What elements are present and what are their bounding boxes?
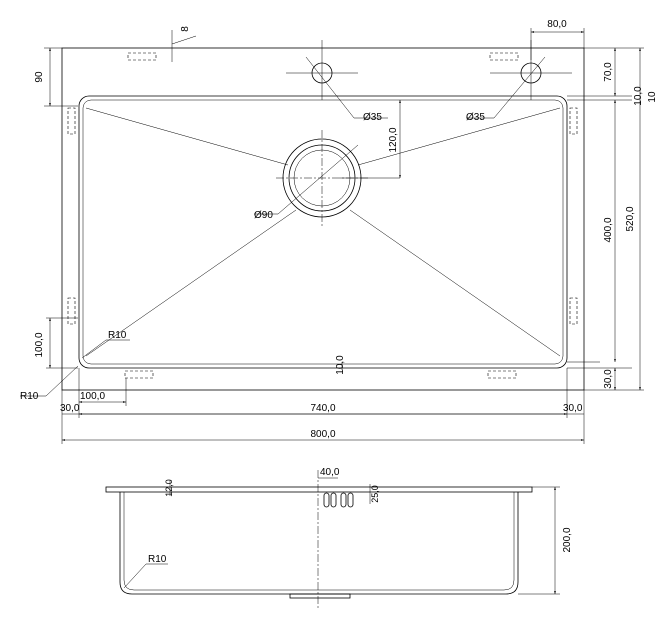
side-body (119, 492, 519, 595)
mounting-clips (67, 52, 578, 379)
side-tap-holes (323, 492, 354, 508)
dim-10-bottom: 10,0 (335, 355, 346, 375)
sink-outer-outline (61, 47, 585, 391)
bowl-inner-edge (82, 99, 564, 365)
dim-8: 8 (180, 26, 191, 32)
dim-phi35-right: Ø35 (466, 112, 485, 123)
tap-hole-left (286, 40, 358, 100)
dim-200: 200,0 (562, 527, 573, 552)
dim-90: 90 (34, 71, 45, 83)
dim-r10-inner: R10 (108, 330, 127, 341)
dim-10-top: 10,0 (633, 86, 644, 106)
dim-120: 120,0 (388, 127, 399, 152)
dim-520: 520,0 (625, 206, 636, 231)
dim-25: 25,0 (370, 485, 380, 503)
dim-400: 400,0 (603, 217, 614, 242)
side-view: 40,0 12,0 25,0 200,0 R10 (105, 467, 573, 610)
dim-12: 12,0 (164, 479, 174, 497)
side-drain-outlet (289, 593, 351, 599)
dim-800: 800,0 (310, 429, 335, 440)
dim-phi90: Ø90 (254, 210, 273, 221)
dim-r10-outer: R10 (20, 391, 39, 402)
top-view: 90 8 80,0 70,0 400,0 30,0 520,0 10,0 10 … (20, 19, 658, 444)
dim-40: 40,0 (320, 467, 340, 478)
dim-740: 740,0 (310, 403, 335, 414)
dim-30-right-bottom: 30,0 (563, 403, 583, 414)
dim-phi35-left: Ø35 (363, 112, 382, 123)
dim-r10-side: R10 (148, 554, 167, 565)
side-flange (105, 486, 533, 493)
dim-100-bottom: 100,0 (80, 391, 105, 402)
dim-30-right: 30,0 (603, 369, 614, 389)
dim-30-left-bottom: 30,0 (60, 403, 80, 414)
dim-100-left: 100,0 (34, 332, 45, 357)
dim-80: 80,0 (547, 19, 567, 30)
dim-70: 70,0 (603, 62, 614, 82)
bowl-outer-edge (78, 95, 568, 369)
dim-10-top-b: 10 (647, 91, 658, 103)
